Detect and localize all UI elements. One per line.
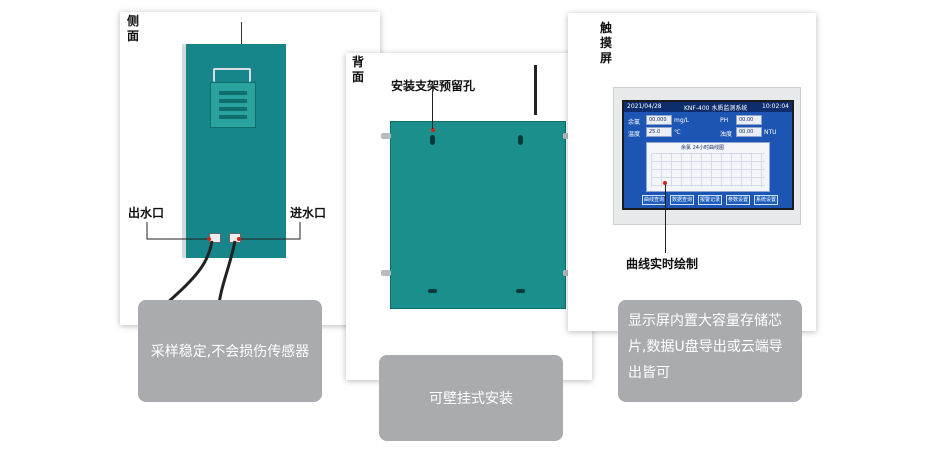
system-settings-button[interactable]: 系统设置 — [754, 195, 778, 205]
side-view-title: 侧面 — [127, 14, 140, 43]
curve-chart-area: 余氯 24小时曲线图 — [646, 142, 770, 192]
alarm-log-button[interactable]: 报警记录 — [698, 195, 722, 205]
leader-line — [432, 91, 433, 129]
row2-unit2: NTU — [764, 129, 777, 136]
curve-label: 曲线实时绘制 — [626, 257, 699, 271]
row2-label2: 浊度 — [720, 131, 733, 138]
touchscreen-title: 触摸屏 — [600, 21, 613, 65]
mount-hole — [518, 135, 523, 145]
screen-bezel: 2021/04/28 KNF-400 水质监测系统 10:02:04 余氯 00… — [613, 87, 801, 225]
device-back-body — [390, 121, 566, 309]
touchscreen-caption: 显示屏内置大容量存储芯片,数据U盘导出或云端导出皆可 — [618, 300, 802, 402]
row1-label2: PH — [720, 117, 729, 124]
touchscreen-card: 触摸屏 2021/04/28 KNF-400 水质监测系统 10:02:04 余… — [568, 13, 816, 331]
device-side-body — [182, 44, 286, 258]
curve-query-button[interactable]: 曲线查询 — [642, 195, 666, 205]
screen-date: 2021/04/28 — [627, 103, 662, 110]
hoses-and-leaders — [146, 222, 301, 313]
row2-value: 25.0 — [646, 127, 672, 137]
back-view-card: 背面 安装支架预留孔 — [346, 53, 592, 380]
mount-hole — [428, 289, 437, 293]
side-caption: 采样稳定,不会损伤传感器 — [138, 300, 322, 402]
mount-hole — [516, 289, 525, 293]
leader-line — [665, 183, 666, 253]
screen-time: 10:02:04 — [762, 103, 789, 110]
row1-label: 余氯 — [628, 119, 641, 126]
data-query-button[interactable]: 数据查询 — [670, 195, 694, 205]
row2-unit: ℃ — [674, 129, 681, 136]
param-settings-button[interactable]: 参数设置 — [726, 195, 750, 205]
row2-value2: 00.00 — [736, 127, 762, 137]
mount-hole — [430, 135, 435, 145]
mount-hole-label: 安装支架预留孔 — [391, 79, 476, 93]
antenna — [241, 22, 242, 44]
screen-header: 2021/04/28 KNF-400 水质监测系统 10:02:04 — [624, 102, 792, 112]
screen-body: 余氯 00.000 mg/L PH 00.00 温度 25.0 ℃ 浊度 00.… — [624, 112, 792, 208]
row1-value: 00.000 — [646, 115, 672, 125]
screen-system-title: KNF-400 水质监测系统 — [684, 105, 748, 112]
vent-panel — [210, 82, 256, 128]
leader-dot — [663, 181, 667, 185]
outlet-label: 出水口 — [128, 206, 165, 220]
row1-unit: mg/L — [674, 117, 690, 124]
row1-value2: 00.00 — [736, 115, 762, 125]
display: 2021/04/28 KNF-400 水质监测系统 10:02:04 余氯 00… — [622, 100, 794, 210]
handle-icon — [213, 68, 251, 82]
leader-dot — [431, 128, 435, 132]
mount-bolt — [381, 270, 391, 276]
curve-chart-title: 余氯 24小时曲线图 — [681, 145, 724, 151]
screen-button-row: 曲线查询 数据查询 报警记录 参数设置 系统设置 — [642, 195, 782, 205]
antenna — [534, 65, 537, 115]
side-view-card: 侧面 出水口 进水口 — [120, 12, 380, 325]
inlet-label: 进水口 — [290, 206, 327, 220]
back-caption: 可壁挂式安装 — [379, 355, 563, 441]
row2-label: 温度 — [628, 131, 641, 138]
mount-bolt — [381, 133, 391, 139]
back-view-title: 背面 — [352, 55, 365, 84]
